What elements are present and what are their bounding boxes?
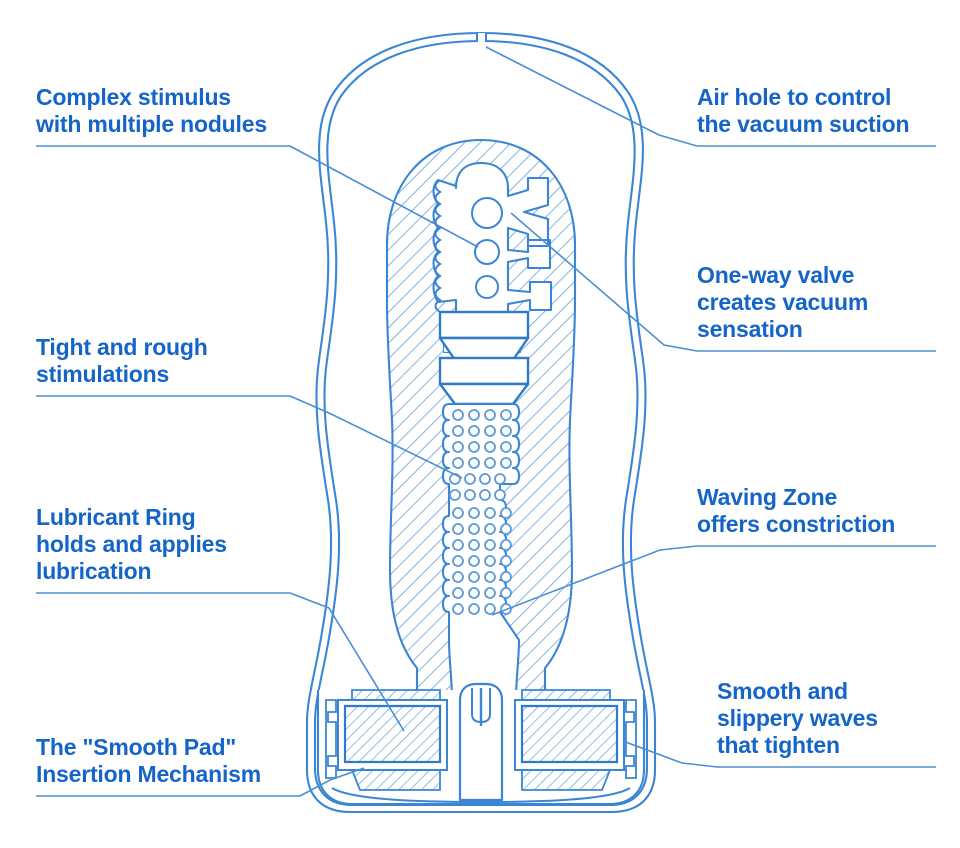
nodule-grid bbox=[449, 409, 512, 615]
callout-leader-air-hole bbox=[485, 46, 698, 147]
callout-leader-tight-rough bbox=[289, 395, 463, 479]
callout-leader-complex-stimulus bbox=[289, 145, 479, 248]
air-hole-icon bbox=[476, 33, 487, 42]
callout-leader-lines bbox=[36, 46, 936, 797]
callout-leader-lubricant-ring bbox=[289, 592, 405, 732]
callout-leader-one-way-valve bbox=[510, 212, 698, 352]
callout-leader-waving-zone bbox=[491, 545, 698, 616]
lubricant-ring-left bbox=[337, 699, 448, 771]
base-assembly bbox=[316, 682, 646, 806]
callout-leader-smooth-pad bbox=[299, 767, 365, 797]
callout-leader-smooth-slippery bbox=[622, 740, 718, 768]
lubricant-ring-right bbox=[514, 699, 625, 771]
